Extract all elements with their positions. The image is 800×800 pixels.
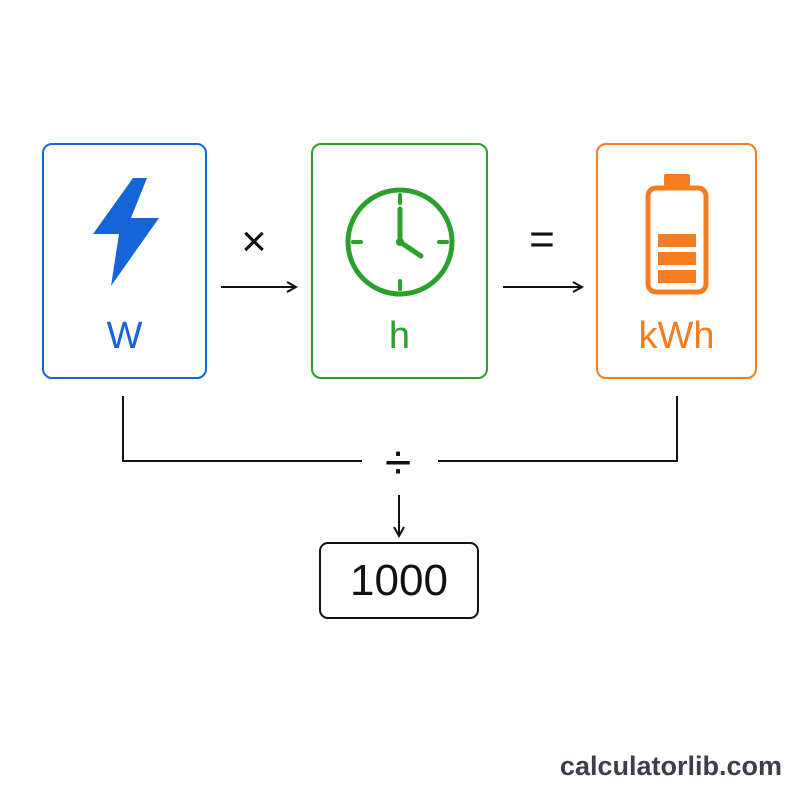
multiply-operator: × xyxy=(241,217,267,266)
watts-card: W xyxy=(42,143,207,379)
energy-card: kWh xyxy=(596,143,757,379)
lightning-bolt-icon xyxy=(93,178,159,286)
divide-operator: ÷ xyxy=(384,437,412,490)
watermark: calculatorlib.com xyxy=(559,751,782,781)
bracket-right xyxy=(438,396,678,462)
bracket-left xyxy=(122,396,362,462)
energy-unit-label: kWh xyxy=(638,315,715,357)
hours-unit-label: h xyxy=(388,315,411,357)
watts-unit-label: W xyxy=(106,315,143,357)
battery-icon xyxy=(645,174,709,295)
divisor-value: 1000 xyxy=(350,555,448,605)
clock-icon xyxy=(345,187,455,297)
hours-card: h xyxy=(311,143,488,379)
divisor-box: 1000 xyxy=(319,542,479,619)
equals-operator: = xyxy=(529,215,555,264)
